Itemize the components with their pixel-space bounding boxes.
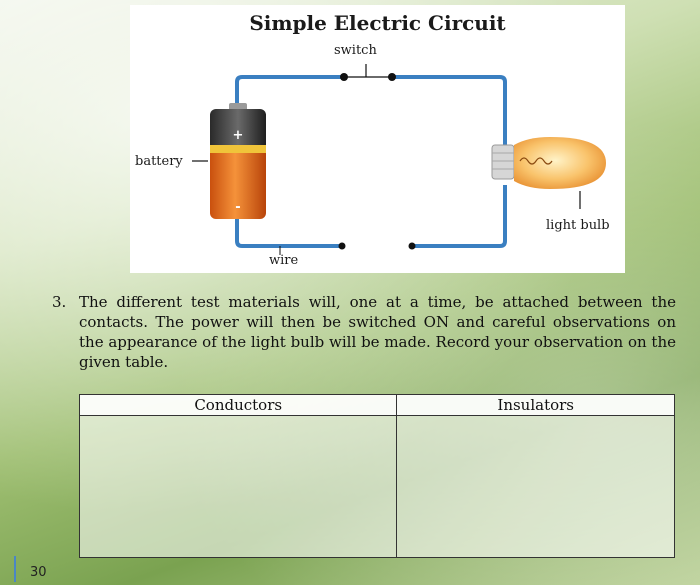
conductors-cell[interactable]: [78, 415, 398, 558]
wire-bottom: [235, 185, 507, 255]
table-row: [78, 415, 675, 558]
insulators-cell[interactable]: [396, 415, 675, 558]
wire-label: wire: [269, 253, 299, 268]
conductors-header: Conductors: [78, 394, 398, 416]
light-bulb-label: light bulb: [546, 218, 610, 233]
switch: [340, 64, 396, 81]
instruction-number: 3.: [52, 293, 67, 311]
page-marker: [14, 556, 16, 582]
battery-plus-sign: +: [233, 128, 244, 143]
page-number: 30: [30, 565, 47, 580]
circuit-diagram: + -: [192, 64, 606, 255]
battery-minus-sign: -: [235, 200, 240, 215]
instruction-paragraph: 3. The different test materials will, on…: [52, 292, 676, 372]
circuit-figure: Simple Electric Circuit: [130, 5, 625, 273]
observation-table: Conductors Insulators: [78, 394, 675, 558]
battery: + -: [192, 103, 266, 219]
battery-label: battery: [135, 154, 183, 169]
figure-title: Simple Electric Circuit: [249, 11, 506, 35]
switch-label: switch: [334, 43, 377, 58]
light-bulb: [491, 137, 606, 209]
wire-top: [235, 75, 507, 151]
insulators-header: Insulators: [396, 394, 675, 416]
table-header-row: Conductors Insulators: [78, 394, 675, 416]
instruction-text: The different test materials will, one a…: [79, 293, 676, 371]
